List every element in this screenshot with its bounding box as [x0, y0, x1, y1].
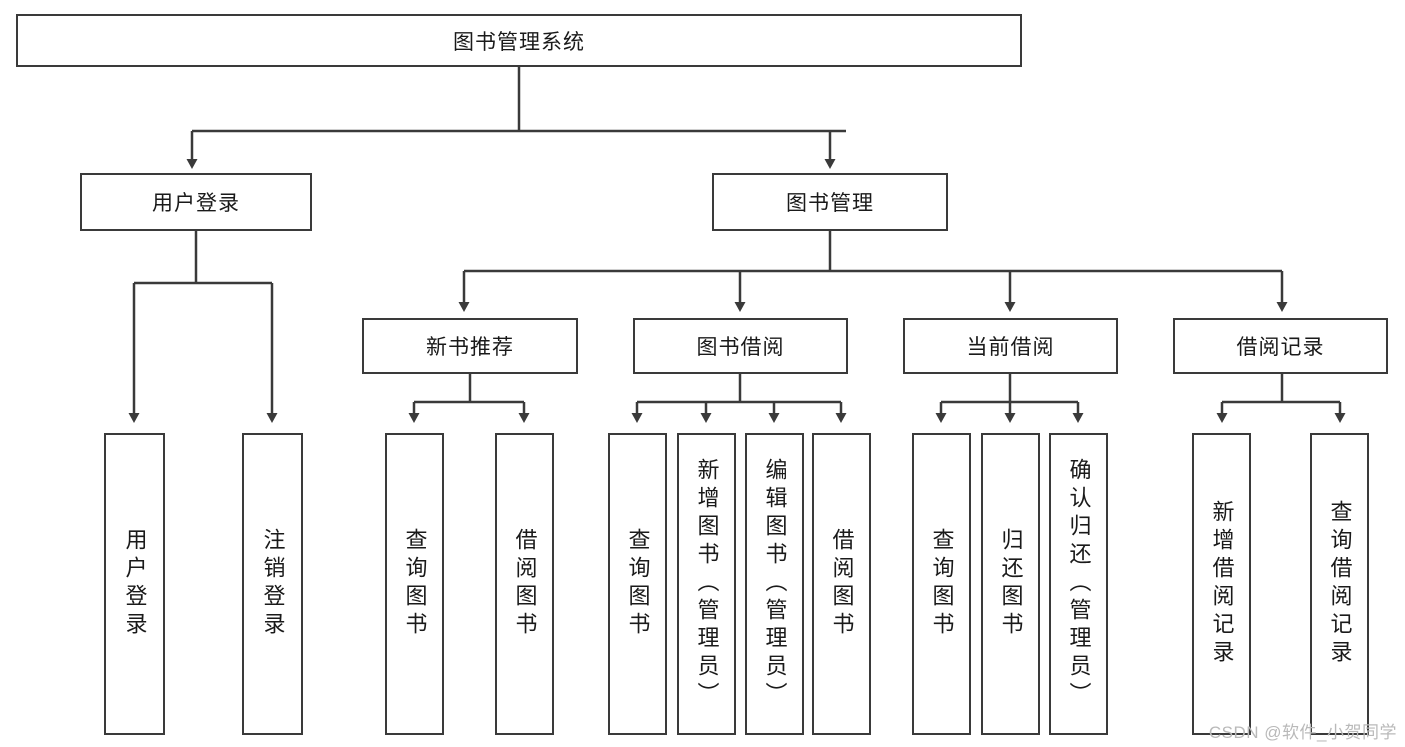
- node-leaf-borrow-book-2-label: 借阅图书: [829, 528, 855, 640]
- node-leaf-add-book-label: 新增图书（管理员）: [694, 458, 720, 710]
- node-borrow-record-label: 借阅记录: [1236, 336, 1325, 359]
- node-root[interactable]: 图书管理系统: [16, 14, 1022, 67]
- node-leaf-query-book-2[interactable]: 查询图书: [608, 433, 667, 735]
- node-new-book-rec-label: 新书推荐: [426, 336, 514, 359]
- node-user-login[interactable]: 用户登录: [80, 173, 312, 231]
- watermark-text: CSDN @软件_小贺同学: [1208, 723, 1397, 742]
- node-leaf-confirm-return-label: 确认归还（管理员）: [1066, 458, 1092, 710]
- node-leaf-borrow-book-1[interactable]: 借阅图书: [495, 433, 554, 735]
- node-leaf-add-book[interactable]: 新增图书（管理员）: [677, 433, 736, 735]
- node-leaf-return-book-label: 归还图书: [998, 528, 1024, 640]
- node-leaf-query-record-label: 查询借阅记录: [1327, 500, 1353, 668]
- node-leaf-borrow-book-1-label: 借阅图书: [512, 528, 538, 640]
- node-leaf-add-record[interactable]: 新增借阅记录: [1192, 433, 1251, 735]
- node-book-borrow[interactable]: 图书借阅: [633, 318, 848, 374]
- node-leaf-return-book[interactable]: 归还图书: [981, 433, 1040, 735]
- node-leaf-logout-login-label: 注销登录: [260, 528, 286, 640]
- node-leaf-confirm-return[interactable]: 确认归还（管理员）: [1049, 433, 1108, 735]
- node-root-label: 图书管理系统: [453, 30, 585, 54]
- node-leaf-query-book-2-label: 查询图书: [625, 528, 651, 640]
- node-book-manage[interactable]: 图书管理: [712, 173, 948, 231]
- node-borrow-record[interactable]: 借阅记录: [1173, 318, 1388, 374]
- node-book-manage-label: 图书管理: [786, 192, 874, 215]
- node-leaf-add-record-label: 新增借阅记录: [1209, 500, 1235, 668]
- node-leaf-query-book-3[interactable]: 查询图书: [912, 433, 971, 735]
- node-leaf-query-book-3-label: 查询图书: [929, 528, 955, 640]
- node-leaf-borrow-book-2[interactable]: 借阅图书: [812, 433, 871, 735]
- node-leaf-edit-book[interactable]: 编辑图书（管理员）: [745, 433, 804, 735]
- node-user-login-label: 用户登录: [152, 192, 240, 215]
- node-current-borrow-label: 当前借阅: [966, 336, 1055, 359]
- node-leaf-query-book-1-label: 查询图书: [402, 528, 428, 640]
- node-book-borrow-label: 图书借阅: [696, 336, 785, 359]
- node-leaf-query-record[interactable]: 查询借阅记录: [1310, 433, 1369, 735]
- node-leaf-user-login-label: 用户登录: [122, 528, 148, 640]
- node-leaf-logout-login[interactable]: 注销登录: [242, 433, 303, 735]
- node-new-book-rec[interactable]: 新书推荐: [362, 318, 578, 374]
- node-leaf-edit-book-label: 编辑图书（管理员）: [762, 458, 788, 710]
- node-current-borrow[interactable]: 当前借阅: [903, 318, 1118, 374]
- node-leaf-query-book-1[interactable]: 查询图书: [385, 433, 444, 735]
- node-leaf-user-login[interactable]: 用户登录: [104, 433, 165, 735]
